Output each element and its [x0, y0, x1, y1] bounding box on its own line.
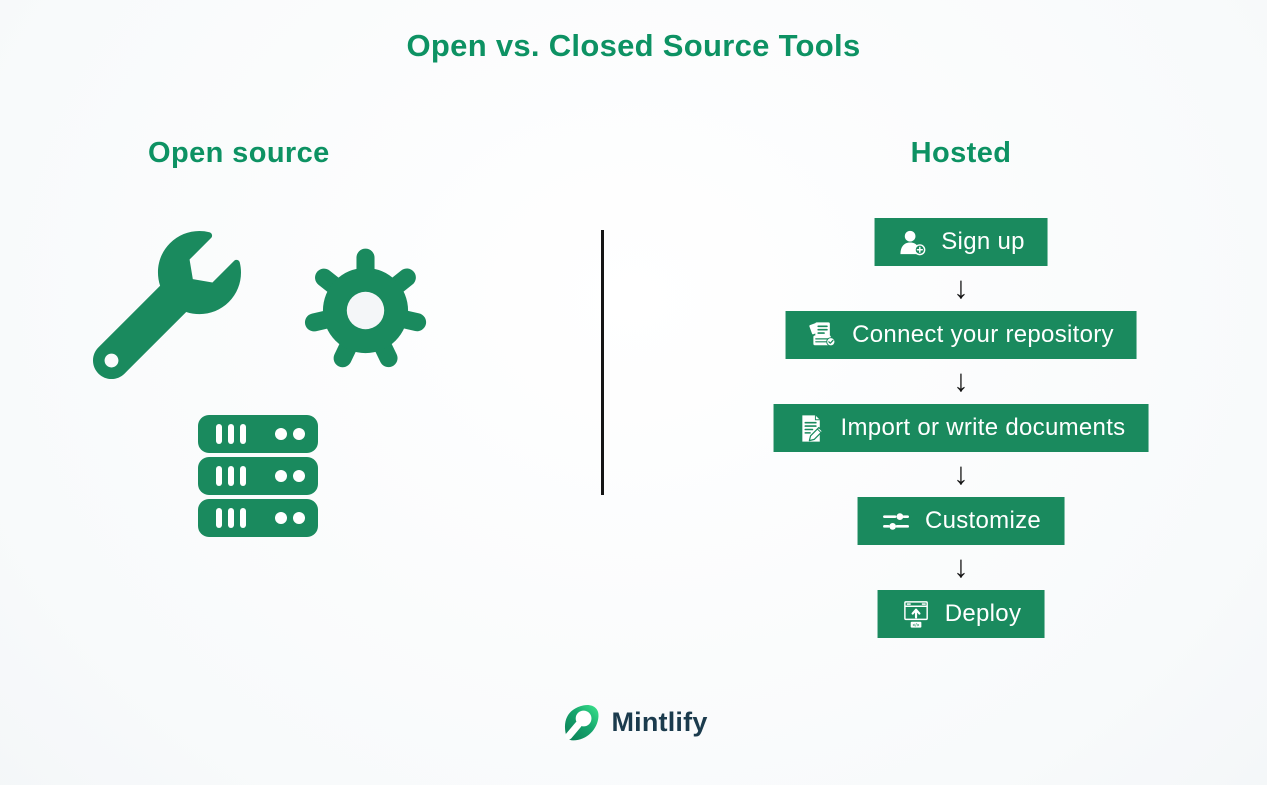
- deploy-window-icon: </>: [904, 600, 929, 628]
- step-sign-up: Sign up: [874, 218, 1048, 266]
- flow-arrow-icon: ↓: [953, 363, 969, 398]
- mintlify-wordmark: Mintlify: [611, 706, 708, 737]
- open-source-heading: Open source: [148, 137, 330, 169]
- server-rack-icon: [198, 415, 318, 537]
- step-customize: Customize: [857, 497, 1065, 545]
- sliders-icon: [883, 512, 910, 530]
- document-pencil-icon: [802, 414, 824, 442]
- step-label: Import or write documents: [840, 414, 1126, 441]
- gear-icon: [304, 248, 427, 368]
- step-connect-repository: Connect your repository: [785, 311, 1137, 359]
- mintlify-leaf-logo-icon: [564, 704, 599, 741]
- flow-arrow-icon: ↓: [953, 270, 969, 305]
- hosted-heading: Hosted: [910, 137, 1012, 169]
- column-divider: [601, 230, 604, 495]
- page-title: Open vs. Closed Source Tools: [406, 28, 861, 63]
- user-plus-icon: [900, 230, 926, 255]
- step-label: Connect your repository: [852, 321, 1114, 348]
- svg-text:</>: </>: [913, 622, 920, 627]
- hosted-flow: Sign up ↓ Connect your repository ↓: [773, 218, 1149, 638]
- step-deploy: </> Deploy: [877, 590, 1045, 638]
- step-import-write: Import or write documents: [773, 404, 1149, 452]
- repository-check-icon: [808, 321, 836, 346]
- wrench-icon: [93, 231, 241, 380]
- step-label: Sign up: [941, 228, 1025, 255]
- brand-lockup: Mintlify: [559, 701, 707, 743]
- flow-arrow-icon: ↓: [953, 456, 969, 491]
- step-label: Customize: [924, 507, 1042, 534]
- step-label: Deploy: [944, 600, 1022, 627]
- flow-arrow-icon: ↓: [953, 549, 969, 584]
